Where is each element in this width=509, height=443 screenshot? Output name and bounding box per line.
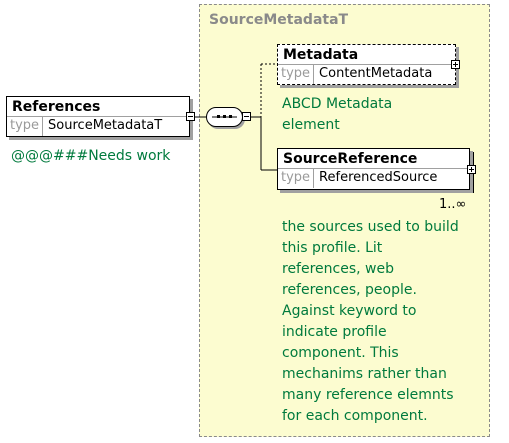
sourcereference-annotation-line: Against keyword to [282, 303, 417, 319]
references-type-row: type SourceMetadataT [7, 116, 189, 136]
sourcereference-type-key: type [278, 169, 315, 188]
sourcereference-type-value: ReferencedSource [319, 170, 438, 185]
sourcereference-annotation-line: the sources used to build [282, 219, 459, 235]
sequence-dots-icon [212, 115, 237, 118]
sourcereference-annotation-line: references, web [282, 261, 394, 277]
metadata-name: Metadata [283, 47, 359, 63]
metadata-element[interactable]: Metadata type ContentMetadata [277, 44, 456, 85]
metadata-type-row: type ContentMetadata [278, 64, 455, 84]
metadata-type-key: type [278, 65, 315, 84]
sourcereference-name: SourceReference [283, 151, 418, 167]
references-type-key: type [7, 117, 44, 136]
metadata-annotation-line: element [282, 117, 340, 133]
sourcereference-cardinality: 1..∞ [439, 197, 467, 212]
references-collapse-icon[interactable] [186, 112, 195, 121]
references-annotation: @@@###Needs work [11, 148, 171, 164]
references-type-value: SourceMetadataT [48, 118, 163, 133]
complex-type-title: SourceMetadataT [209, 12, 349, 28]
sequence-compositor-icon[interactable] [206, 107, 243, 127]
sourcereference-annotation: the sources used to build this profile. … [282, 217, 459, 427]
sourcereference-type-row: type ReferencedSource [278, 168, 469, 188]
references-name: References [12, 99, 101, 115]
references-element[interactable]: References type SourceMetadataT [6, 96, 190, 137]
metadata-type-value: ContentMetadata [319, 66, 433, 81]
sourcereference-annotation-line: component. This [282, 345, 399, 361]
metadata-annotation-line: ABCD Metadata [282, 96, 393, 112]
sourcereference-annotation-line: this profile. Lit [282, 240, 383, 256]
metadata-expand-icon[interactable] [451, 60, 460, 69]
sourcereference-annotation-line: many reference elemnts [282, 387, 454, 403]
sourcereference-annotation-line: indicate profile [282, 324, 387, 340]
sourcereference-expand-icon[interactable] [467, 165, 476, 174]
sourcereference-annotation-line: for each component. [282, 408, 428, 424]
sourcereference-element[interactable]: SourceReference type ReferencedSource [277, 148, 470, 190]
sourcereference-annotation-line: references, people. [282, 282, 417, 298]
sequence-collapse-icon[interactable] [242, 112, 251, 121]
metadata-annotation: ABCD Metadata element [282, 94, 392, 136]
sourcereference-annotation-line: mechanims rather than [282, 366, 447, 382]
